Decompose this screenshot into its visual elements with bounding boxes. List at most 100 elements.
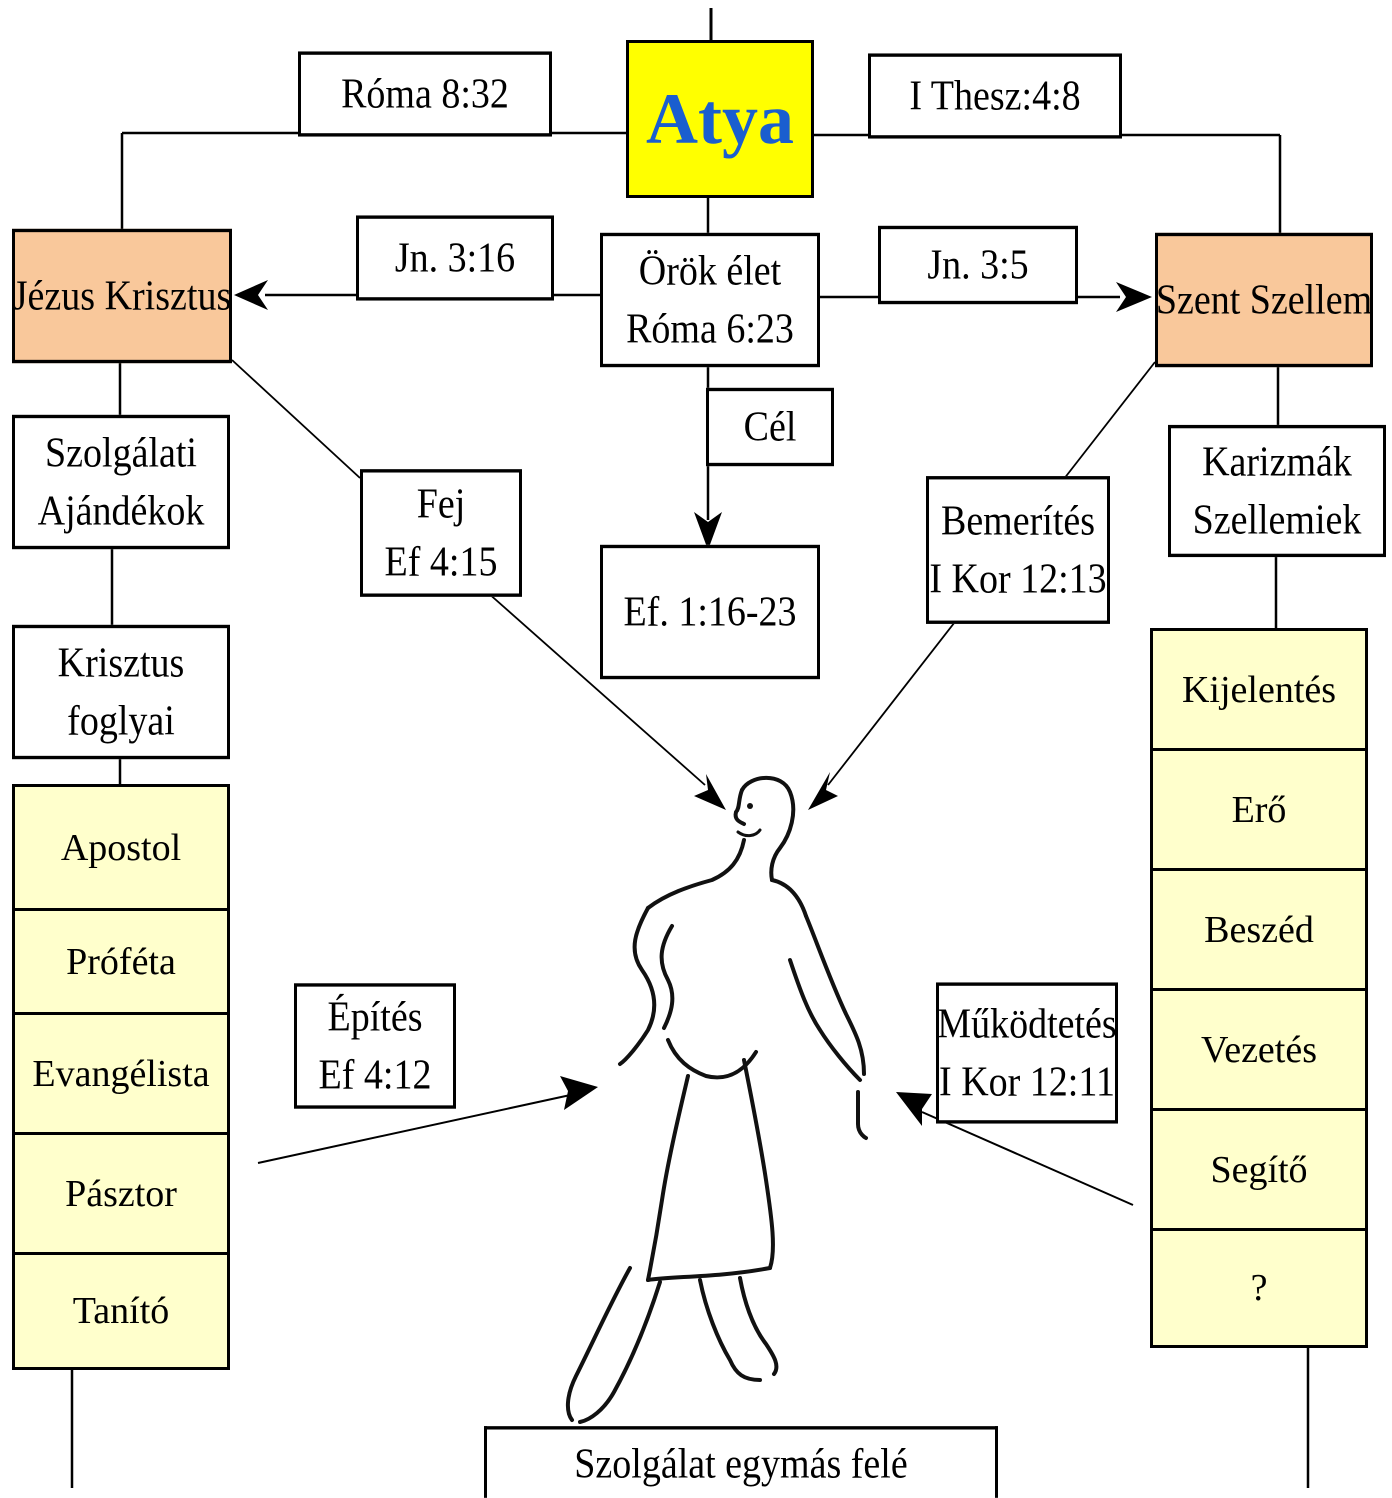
orok-elet-text: Örök élet [638, 247, 782, 295]
role-evangelista: Evangélista [15, 1015, 227, 1135]
line-szent-bemerites [1059, 361, 1156, 485]
role-pasztor: Pásztor [15, 1135, 227, 1255]
gift-beszed-text: Beszéd [1204, 908, 1314, 951]
mukodtetes-text: Működtetés [937, 1000, 1117, 1048]
ef-415-text: Ef 4:15 [384, 538, 498, 586]
person-robe-left [646, 1074, 690, 1282]
gift-segito-text: Segítő [1210, 1148, 1308, 1191]
person-right-leg-inner [738, 1276, 779, 1376]
role-evangelista-text: Evangélista [32, 1052, 210, 1095]
bemerites-text: Bemerítés [940, 497, 1096, 545]
arrow-bemerites-to-person [808, 772, 838, 810]
person-left-leg [565, 1266, 632, 1422]
arrow-to-ef [694, 512, 722, 550]
gift-kijelentes-text: Kijelentés [1181, 668, 1337, 711]
arrow-fej-to-person [694, 774, 726, 810]
krisztus-foglyai-box: Krisztus foglyai [12, 624, 230, 760]
atya-box: Atya [626, 40, 814, 198]
jezus-krisztus-text: Jézus Krisztus [12, 272, 232, 320]
fej-box: Fej Ef 4:15 [360, 469, 522, 597]
orok-elet-box: Örök élet Róma 6:23 [600, 232, 820, 368]
person-neck-left [646, 838, 746, 910]
person-left-arm-inner [659, 924, 675, 1030]
karizmak-box: Karizmák Szellemiek [1168, 424, 1386, 558]
line-mukodtetes-person [921, 1111, 1134, 1206]
jn-316-text: Jn. 3:16 [394, 234, 516, 282]
gift-beszed: Beszéd [1153, 871, 1365, 991]
role-apostol-text: Apostol [60, 826, 182, 869]
role-tanito-text: Tanító [72, 1290, 170, 1332]
mukodtetes-box: Működtetés I Kor 12:11 [936, 982, 1118, 1124]
person-eye [747, 803, 753, 809]
fej-text: Fej [416, 480, 466, 528]
person-left-leg-inner [578, 1280, 662, 1424]
line-bemerites-person [827, 617, 959, 786]
ef-116-23-box: Ef. 1:16-23 [600, 544, 820, 680]
roma-832-label: Róma 8:32 [298, 51, 552, 137]
szolgalat-egymas-fele-box: Szolgálat egymás felé [484, 1426, 998, 1498]
person-mouth [736, 828, 762, 838]
gift-question-text: ? [1250, 1267, 1268, 1309]
ef-412-text: Ef 4:12 [318, 1051, 432, 1099]
bemerites-box: Bemerítés I Kor 12:13 [926, 476, 1110, 624]
line-jezus-fej [231, 359, 361, 479]
arrow-epites-to-person [560, 1076, 598, 1110]
person-right-arm-inner [788, 958, 862, 1082]
cel-text: Cél [743, 403, 797, 451]
cel-label: Cél [706, 387, 834, 467]
jn-35-text: Jn. 3:5 [927, 241, 1029, 289]
jezus-krisztus-box: Jézus Krisztus [12, 228, 232, 364]
spiritual-gifts-stack: Kijelentés Erő Beszéd Vezetés Segítő ? [1150, 628, 1368, 1348]
gift-question: ? [1153, 1231, 1365, 1345]
person-robe-hem [646, 1266, 772, 1282]
person-face [733, 788, 746, 826]
krisztus-text: Krisztus [57, 639, 185, 687]
szent-szellem-text: Szent Szellem [1155, 276, 1373, 324]
gift-vezetes-text: Vezetés [1200, 1028, 1318, 1071]
person-sketch [565, 775, 868, 1424]
szent-szellem-box: Szent Szellem [1155, 232, 1373, 368]
szolgalati-text: Szolgálati [45, 429, 197, 477]
person-head-back [740, 775, 796, 882]
i-kor-1213-text: I Kor 12:13 [929, 555, 1107, 603]
gift-kijelentes: Kijelentés [1153, 631, 1365, 751]
roma-623-text: Róma 6:23 [626, 305, 794, 353]
person-right-hand [856, 1090, 868, 1140]
foglyai-text: foglyai [67, 697, 175, 745]
i-kor-1211-text: I Kor 12:11 [939, 1058, 1115, 1106]
role-profeta-text: Próféta [66, 940, 176, 983]
person-right-leg [698, 1278, 762, 1382]
arrow-to-szent [1116, 282, 1152, 312]
ajandekok-text: Ajándékok [37, 487, 205, 535]
atya-text: Atya [646, 79, 794, 159]
thesz-48-label: I Thesz:4:8 [868, 53, 1122, 139]
jn-35-label: Jn. 3:5 [878, 225, 1078, 305]
roma-832-text: Róma 8:32 [341, 70, 509, 118]
ministry-roles-stack: Apostol Próféta Evangélista Pásztor Taní… [12, 784, 230, 1370]
epites-box: Építés Ef 4:12 [294, 983, 456, 1109]
szellemiek-text: Szellemiek [1192, 496, 1362, 544]
jn-316-label: Jn. 3:16 [356, 215, 554, 301]
arrow-to-jezus [234, 280, 268, 310]
line-epites-person [257, 1093, 576, 1164]
role-tanito: Tanító [15, 1255, 227, 1367]
person-robe-right [742, 1058, 775, 1270]
epites-text: Építés [327, 993, 423, 1041]
thesz-48-text: I Thesz:4:8 [909, 72, 1081, 120]
role-apostol: Apostol [15, 787, 227, 911]
karizmak-text: Karizmák [1202, 438, 1352, 486]
role-pasztor-text: Pásztor [65, 1172, 177, 1215]
role-profeta: Próféta [15, 911, 227, 1015]
gift-ero: Erő [1153, 751, 1365, 871]
szolgalati-ajandekok-box: Szolgálati Ajándékok [12, 414, 230, 550]
gift-vezetes: Vezetés [1153, 991, 1365, 1111]
gift-segito: Segítő [1153, 1111, 1365, 1231]
ef-116-23-text: Ef. 1:16-23 [623, 588, 797, 636]
arrow-mukodtetes-to-person [896, 1092, 932, 1126]
szolgalat-egymas-fele-text: Szolgálat egymás felé [574, 1440, 908, 1488]
person-left-arm [618, 906, 657, 1066]
gift-ero-text: Erő [1231, 788, 1287, 831]
person-neck-right [770, 878, 808, 918]
